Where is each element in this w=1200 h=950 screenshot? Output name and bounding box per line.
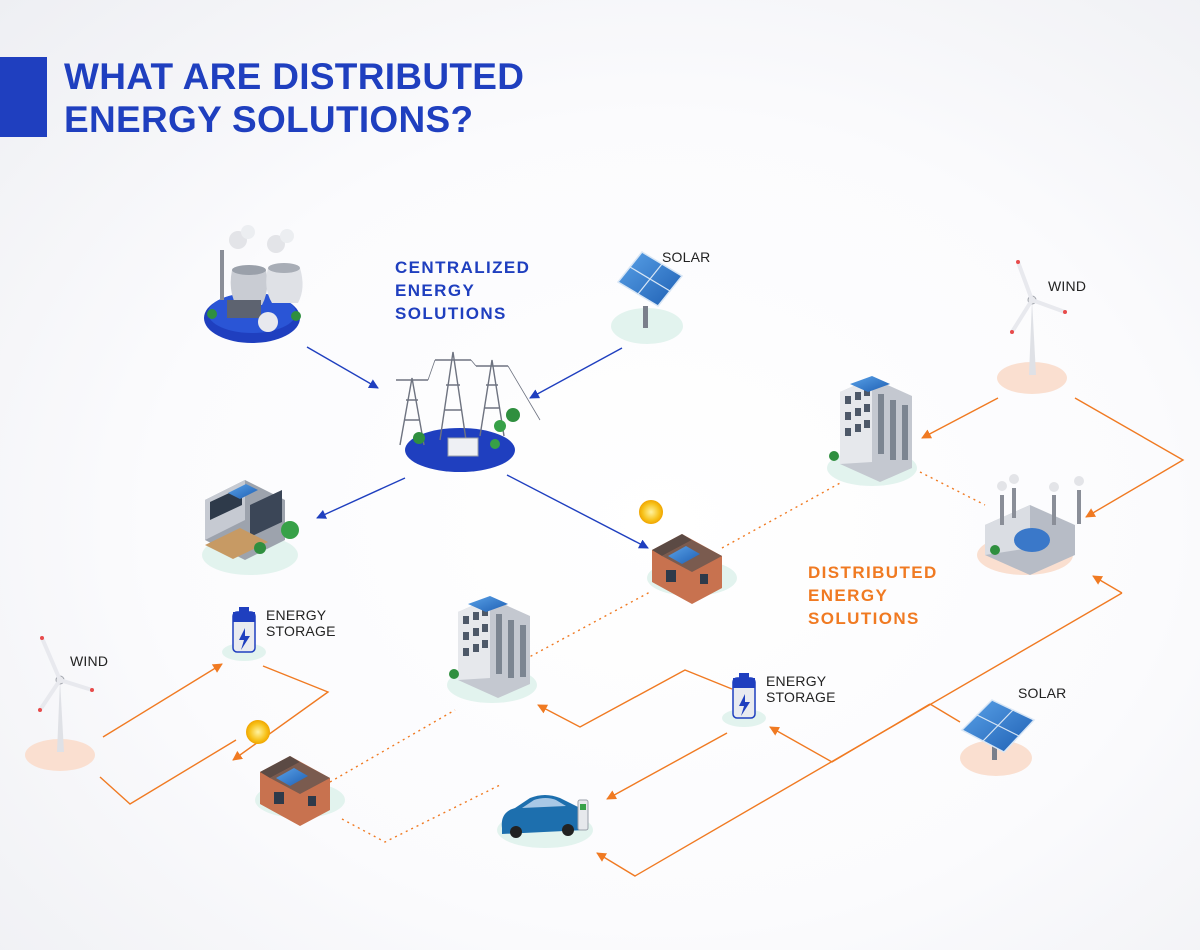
dotted-office-to-factory xyxy=(919,471,986,506)
label-storage-left-line-2: STORAGE xyxy=(266,623,336,639)
brick-home-bottom-icon xyxy=(255,756,345,826)
label-storage-mid: ENERGY STORAGE xyxy=(766,673,836,705)
arrow-storage-to-home xyxy=(232,665,330,761)
power-plant-icon xyxy=(204,225,303,343)
arrow-wind-to-office xyxy=(921,397,999,439)
distributed-connections xyxy=(99,397,1185,877)
arrow-to-factory xyxy=(1092,575,1123,594)
label-storage-mid-line-1: ENERGY xyxy=(766,673,827,689)
distributed-line-3: SOLUTIONS xyxy=(808,609,920,628)
sun-icon xyxy=(639,500,663,524)
distributed-heading: DISTRIBUTED ENERGY SOLUTIONS xyxy=(808,561,938,630)
modern-house-icon xyxy=(202,480,299,575)
arrow-grid-to-home xyxy=(506,474,649,549)
arrow-wind-to-storage xyxy=(102,663,223,738)
distributed-line-2: ENERGY xyxy=(808,586,889,605)
centralized-connections xyxy=(306,346,649,549)
arrow-storage-to-car xyxy=(606,732,728,800)
arrow-solar-to-car xyxy=(596,592,1123,877)
title-line-2: ENERGY SOLUTIONS? xyxy=(64,99,474,140)
arrow-wind-to-factory xyxy=(1074,397,1185,518)
factory-icon xyxy=(977,474,1084,575)
page-title: WHAT ARE DISTRIBUTED ENERGY SOLUTIONS? xyxy=(64,55,524,141)
arrow-solar-to-grid xyxy=(529,347,623,399)
arrow-storage-to-building xyxy=(537,669,733,728)
dotted-building-to-home xyxy=(519,591,651,663)
arrow-solar-to-storage xyxy=(769,703,931,763)
line-wind-to-home xyxy=(99,739,237,805)
solar-panel-bottom-icon xyxy=(960,699,1036,776)
centralized-heading: CENTRALIZED ENERGY SOLUTIONS xyxy=(395,256,530,325)
title-accent-bar xyxy=(0,57,47,137)
arrow-grid-to-house xyxy=(316,477,406,519)
solar-panel-icon xyxy=(611,251,684,344)
brick-home-icon xyxy=(647,534,737,604)
office-building-center-icon xyxy=(447,596,537,703)
transmission-grid-icon xyxy=(396,351,541,472)
label-solar-top: SOLAR xyxy=(662,249,711,265)
wind-turbine-left-icon xyxy=(25,636,95,771)
battery-middle-icon xyxy=(722,673,766,727)
line-solar-stub xyxy=(929,703,961,723)
dotted-home-to-building xyxy=(329,709,456,783)
label-storage-left-line-1: ENERGY xyxy=(266,607,327,623)
label-storage-left: ENERGY STORAGE xyxy=(266,607,336,639)
centralized-line-3: SOLUTIONS xyxy=(395,304,507,323)
dotted-home-to-car xyxy=(341,784,501,843)
title-line-1: WHAT ARE DISTRIBUTED xyxy=(64,56,525,97)
label-wind-right: WIND xyxy=(1048,278,1087,294)
arrow-power-plant-to-grid xyxy=(306,346,379,389)
centralized-line-2: ENERGY xyxy=(395,281,476,300)
office-building-right-icon xyxy=(827,376,917,486)
label-wind-left: WIND xyxy=(70,653,109,669)
wind-turbine-right-icon xyxy=(997,260,1067,394)
dotted-home-to-office xyxy=(721,481,843,549)
label-storage-mid-line-2: STORAGE xyxy=(766,689,836,705)
sun-icon-bottom xyxy=(246,720,270,744)
distributed-line-1: DISTRIBUTED xyxy=(808,563,938,582)
label-solar-bottom: SOLAR xyxy=(1018,685,1067,701)
electric-car-icon xyxy=(497,795,593,848)
centralized-line-1: CENTRALIZED xyxy=(395,258,531,277)
battery-left-icon xyxy=(222,607,266,661)
